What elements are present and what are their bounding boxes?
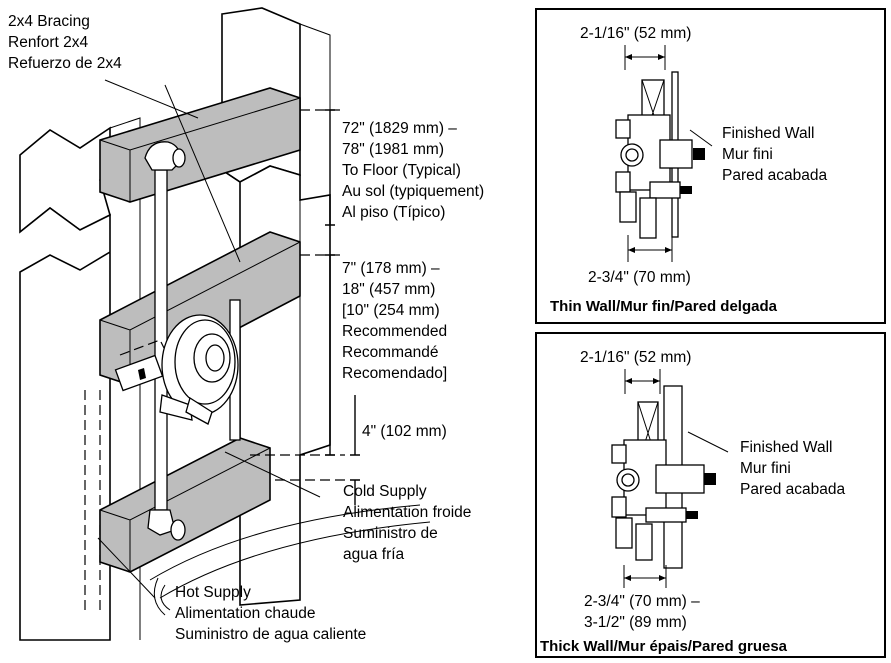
height-line-3: To Floor (Typical)	[342, 162, 461, 179]
thick-wall-line-1: Finished Wall	[740, 439, 832, 456]
thick-wall-line-2: Mur fini	[740, 460, 791, 477]
spacing-line-6: Recomendado]	[342, 365, 447, 382]
main-illustration	[19, 7, 431, 641]
spacing-line-4: Recommended	[342, 323, 447, 340]
cold-supply-label: Cold Supply Alimentation froide Suminist…	[343, 483, 471, 563]
hot-line-2: Alimentation chaude	[175, 605, 315, 622]
thin-valve	[615, 114, 705, 239]
height-line-1: 72" (1829 mm) –	[342, 120, 457, 137]
bracing-line-3: Refuerzo de 2x4	[8, 55, 122, 72]
thick-top-dimension: 2-1/16" (52 mm)	[580, 349, 691, 366]
thick-bottom-dimension-1: 2-3/4" (70 mm) –	[584, 593, 700, 610]
thin-wall-line-2: Mur fini	[722, 146, 773, 163]
height-line-4: Au sol (typiquement)	[342, 183, 484, 200]
bracing-line-1: 2x4 Bracing	[8, 13, 90, 30]
riser-pipe	[154, 169, 168, 511]
thin-wall-line-1: Finished Wall	[722, 125, 814, 142]
cold-line-3: Suministro de	[343, 525, 438, 542]
thin-bottom-dimension: 2-3/4" (70 mm)	[588, 269, 691, 286]
top-brace	[99, 87, 301, 203]
spacing-label: 7" (178 mm) – 18" (457 mm) [10" (254 mm)…	[342, 260, 447, 382]
cold-line-1: Cold Supply	[343, 483, 427, 500]
thick-wall-panel: 2-1/16" (52 mm) Finished Wall Mur fini P…	[535, 332, 886, 658]
middle-brace	[99, 231, 301, 386]
thick-wall-line-3: Pared acabada	[740, 481, 846, 498]
thin-top-dimension: 2-1/16" (52 mm)	[580, 25, 691, 42]
hot-line-1: Hot Supply	[175, 584, 251, 601]
bracing-line-2: Renfort 2x4	[8, 34, 89, 51]
cold-line-2: Alimentation froide	[343, 504, 471, 521]
thin-caption: Thin Wall/Mur fin/Pared delgada	[550, 298, 778, 315]
height-label: 72" (1829 mm) – 78" (1981 mm) To Floor (…	[342, 120, 484, 221]
offset-label: 4" (102 mm)	[362, 423, 447, 440]
hot-supply-label: Hot Supply Alimentation chaude Suministr…	[175, 584, 366, 643]
thin-wall-line-3: Pared acabada	[722, 167, 828, 184]
valve-body	[114, 314, 239, 425]
spacing-line-1: 7" (178 mm) –	[342, 260, 440, 277]
spacing-line-3: [10" (254 mm)	[342, 302, 440, 319]
spacing-line-5: Recommandé	[342, 344, 439, 361]
thick-bottom-dimension-2: 3-1/2" (89 mm)	[584, 614, 687, 631]
hot-line-3: Suministro de agua caliente	[175, 626, 366, 643]
cold-line-4: agua fría	[343, 546, 405, 563]
thick-caption: Thick Wall/Mur épais/Pared gruesa	[540, 638, 788, 655]
spacing-line-2: 18" (457 mm)	[342, 281, 435, 298]
thick-valve	[611, 439, 716, 561]
height-line-2: 78" (1981 mm)	[342, 141, 444, 158]
height-line-5: Al piso (Típico)	[342, 204, 445, 221]
left-stud	[19, 126, 111, 234]
bracing-label: 2x4 Bracing Renfort 2x4 Refuerzo de 2x4	[8, 13, 122, 72]
thin-wall-panel: 2-1/16" (52 mm) Finished Wall Mur fini P…	[535, 8, 886, 324]
